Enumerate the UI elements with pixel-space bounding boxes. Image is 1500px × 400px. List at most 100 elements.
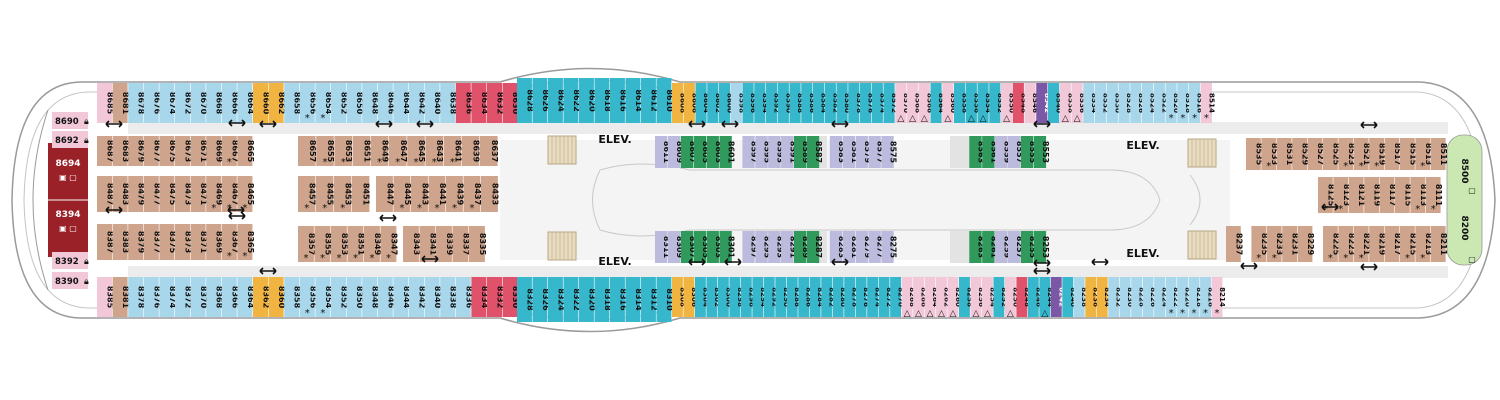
cabin-8119[interactable] <box>1364 177 1379 213</box>
cabin-8603[interactable] <box>706 136 719 168</box>
cabin-8592[interactable] <box>766 83 778 123</box>
cabin-8479[interactable] <box>128 176 144 212</box>
cabin-8634[interactable] <box>471 83 487 123</box>
cabin-8519[interactable] <box>1369 138 1384 170</box>
cabin-8439[interactable] <box>446 176 463 212</box>
cabin-8297[interactable] <box>742 231 755 263</box>
cabin-8220[interactable] <box>1177 277 1188 317</box>
cabin-8670[interactable] <box>190 83 206 123</box>
cabin-8546[interactable] <box>1024 83 1036 123</box>
cabin-8451[interactable] <box>352 176 370 212</box>
cabin-8260[interactable] <box>947 277 959 317</box>
cabin-8648[interactable] <box>362 83 378 123</box>
cabin-8552[interactable] <box>989 83 1001 123</box>
cabin-8368[interactable] <box>206 277 222 317</box>
cabin-8535[interactable] <box>1246 138 1261 170</box>
cabin-8529[interactable] <box>1292 138 1307 170</box>
cabin-8517[interactable] <box>1384 138 1400 170</box>
cabin-8644[interactable] <box>393 83 409 123</box>
cabin-8638[interactable] <box>440 83 456 123</box>
cabin-8387[interactable] <box>97 224 112 260</box>
cabin-8471[interactable] <box>190 176 206 212</box>
cabin-8283[interactable] <box>829 231 843 263</box>
cabin-8523[interactable] <box>1338 138 1354 170</box>
cabin-8293[interactable] <box>768 231 781 263</box>
cabin-8608[interactable] <box>672 83 684 123</box>
cabin-8618[interactable] <box>594 78 610 123</box>
cabin-8636[interactable] <box>455 83 471 123</box>
cabin-8351[interactable] <box>347 226 364 262</box>
cabin-8264[interactable] <box>924 277 936 317</box>
cabin-8469[interactable] <box>206 176 222 212</box>
cabin-8258[interactable] <box>959 277 970 317</box>
cabin-8342[interactable] <box>409 277 424 317</box>
cabin-8371[interactable] <box>190 224 206 260</box>
cabin-8568[interactable] <box>907 83 919 123</box>
cabin-8605[interactable] <box>693 136 706 168</box>
cabin-8253[interactable] <box>1033 231 1047 263</box>
cabin-8250[interactable] <box>1004 277 1016 317</box>
cabin-8234[interactable] <box>1096 277 1108 317</box>
cabin-8609[interactable] <box>667 136 681 168</box>
cabin-8352[interactable] <box>331 277 346 317</box>
cabin-8610[interactable] <box>656 78 672 123</box>
cabin-8353[interactable] <box>331 226 347 262</box>
cabin-8246[interactable] <box>1027 277 1039 317</box>
cabin-8524[interactable] <box>1142 83 1154 123</box>
cabin-8641[interactable] <box>443 136 462 166</box>
cabin-8378[interactable] <box>128 277 144 317</box>
cabin-8531[interactable] <box>1276 138 1292 170</box>
cabin-8554[interactable] <box>977 83 989 123</box>
cabin-8516[interactable] <box>1189 83 1201 123</box>
cabin-8443[interactable] <box>411 176 428 212</box>
cabin-8113[interactable] <box>1410 177 1426 213</box>
cabin-8534[interactable] <box>1083 83 1095 123</box>
cabin-8548[interactable] <box>1012 83 1024 123</box>
cabin-8347[interactable] <box>380 226 397 262</box>
cabin-8626[interactable] <box>532 78 548 123</box>
cabin-8654[interactable] <box>315 83 331 123</box>
cabin-8579[interactable] <box>855 136 868 168</box>
cabin-8574[interactable] <box>871 83 883 123</box>
cabin-8679[interactable] <box>128 136 144 166</box>
cabin-8318[interactable] <box>594 277 610 322</box>
cabin-8326[interactable] <box>532 277 548 322</box>
cabin-8662[interactable] <box>268 83 284 123</box>
cabin-8259[interactable] <box>995 231 1008 263</box>
cabin-8622[interactable] <box>563 78 579 123</box>
cabin-8550[interactable] <box>1001 83 1013 123</box>
cabin-8584[interactable] <box>813 83 825 123</box>
cabin-8674[interactable] <box>159 83 175 123</box>
cabin-8344[interactable] <box>393 277 409 317</box>
cabin-8336[interactable] <box>455 277 471 317</box>
cabin-8526[interactable] <box>1130 83 1142 123</box>
cabin-8672[interactable] <box>175 83 190 123</box>
cabin-8467[interactable] <box>221 176 237 212</box>
bow-cabin-label[interactable]: 8200 <box>1459 215 1469 240</box>
cabin-8577[interactable] <box>868 136 881 168</box>
cabin-8624[interactable] <box>548 78 563 123</box>
cabin-8372[interactable] <box>175 277 190 317</box>
cabin-8560[interactable] <box>942 83 954 123</box>
cabin-8671[interactable] <box>190 136 206 166</box>
cabin-8278[interactable] <box>844 277 856 317</box>
cabin-8532[interactable] <box>1095 83 1107 123</box>
cabin-8263[interactable] <box>969 231 982 263</box>
cabin-8437[interactable] <box>463 176 481 212</box>
cabin-8362[interactable] <box>253 277 268 317</box>
cabin-8272[interactable] <box>878 277 890 317</box>
cabin-8652[interactable] <box>331 83 346 123</box>
cabin-8656[interactable] <box>299 83 315 123</box>
cabin-8324[interactable] <box>548 277 563 322</box>
cabin-8340[interactable] <box>424 277 440 317</box>
cabin-8570[interactable] <box>895 83 907 123</box>
cabin-8383[interactable] <box>112 224 128 260</box>
cabin-8664[interactable] <box>237 83 253 123</box>
cabin-8281[interactable] <box>842 231 855 263</box>
cabin-8356[interactable] <box>299 277 315 317</box>
cabin-8590[interactable] <box>777 83 789 123</box>
cabin-8601[interactable] <box>719 136 732 168</box>
cabin-8576[interactable] <box>860 83 872 123</box>
cabin-8575[interactable] <box>881 136 894 168</box>
cabin-8375[interactable] <box>159 224 175 260</box>
